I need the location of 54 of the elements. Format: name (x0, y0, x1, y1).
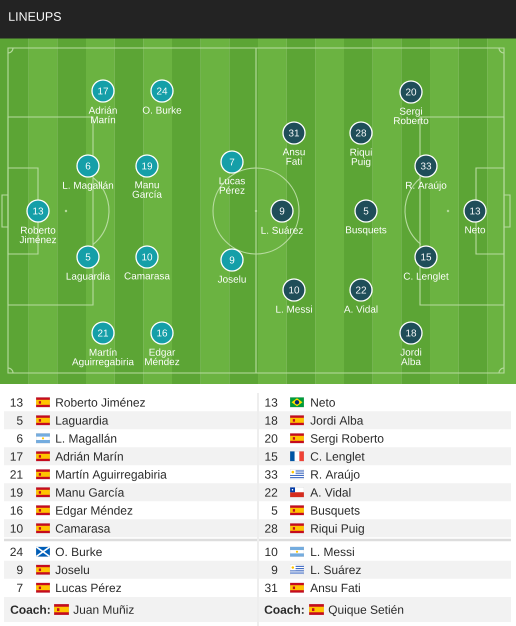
shirt-number: 13 (265, 398, 278, 407)
player-name: Neto (311, 398, 335, 407)
shirt-number: 10 (10, 524, 23, 533)
player-name: Roberto Jiménez (56, 398, 145, 407)
shirt-number: 9 (272, 566, 278, 574)
shirt-number: 22 (265, 488, 278, 497)
player-name: Edgar Méndez (56, 506, 132, 518)
player-name: L. Messi (311, 547, 354, 556)
shirt-number: 7 (17, 584, 22, 592)
shirt-number: 19 (10, 488, 23, 497)
player-name: Roberto Jiménez (20, 226, 56, 244)
player-name: Riqui Puig (311, 524, 364, 536)
player-name: R. Araújo (311, 470, 360, 482)
shirt-number: 10 (265, 548, 278, 556)
shirt-number: 24 (10, 548, 23, 556)
shirt-number: 31 (264, 584, 278, 592)
coach-name: Juan Muñiz (73, 605, 134, 614)
title-bar: LINEUPS (0, 0, 516, 38)
player-name: Lucas Pérez (56, 583, 122, 592)
player-name: Sergi Roberto (310, 434, 384, 446)
shirt-number: 28 (265, 524, 278, 533)
player-name: Busquets (311, 506, 360, 518)
shirt-number: 9 (17, 566, 23, 574)
player-name: Martín Aguirregabiria (56, 470, 167, 482)
shirt-number: 13 (10, 398, 23, 407)
player-name: Camarasa (56, 524, 110, 533)
player-name: L. Magallán (63, 181, 114, 191)
coach-label: Coach: (10, 605, 50, 614)
shirt-number: 18 (265, 416, 278, 425)
coach-label: Coach: (264, 605, 304, 614)
player-name: Jordi Alba (310, 416, 364, 425)
player-name: Adrián Marín (55, 452, 123, 461)
player-name: Adrián Marín (88, 106, 117, 124)
shirt-number: 16 (10, 506, 23, 515)
player-name: Ansu Fati (310, 583, 360, 592)
shirt-number: 6 (17, 434, 23, 443)
player-name: Manu García (56, 488, 124, 497)
shirt-number: 15 (265, 452, 278, 461)
shirt-number: 21 (10, 470, 23, 479)
coach-name: Quique Setién (328, 605, 404, 616)
shirt-number: 5 (272, 506, 278, 515)
player-name: L. Suárez (311, 565, 361, 574)
shirt-number: 20 (265, 434, 278, 443)
player-name: A. Vidal (310, 488, 350, 497)
shirt-number: 5 (16, 416, 23, 425)
shirt-number: 17 (10, 452, 22, 461)
shirt-number: 33 (264, 470, 278, 479)
player-name: L. Magallán (56, 434, 116, 446)
player-name: Neto (465, 226, 486, 234)
player-name: Joselu (55, 565, 89, 574)
player-name: O. Burke (56, 547, 102, 556)
player-name: Laguardia (56, 416, 108, 428)
player-name: C. Lenglet (310, 452, 365, 464)
player-name: Laguardia (66, 272, 110, 282)
